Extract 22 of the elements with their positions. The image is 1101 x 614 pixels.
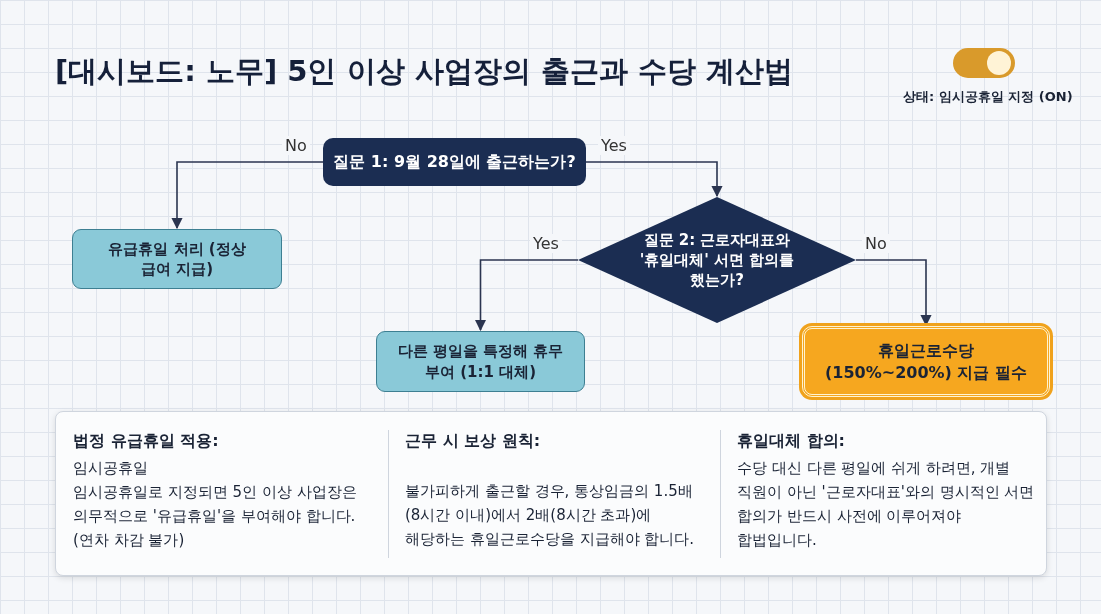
- edge-label: Yes: [530, 234, 562, 254]
- panel-heading: 법정 유급휴일 적용:: [73, 430, 220, 452]
- arrow: [474, 259, 579, 332]
- question-box: 질문 1: 9월 28일에 출근하는가?: [323, 138, 586, 186]
- arrow: [585, 161, 723, 198]
- edge-label: Yes: [598, 136, 630, 156]
- arrow: [171, 161, 324, 230]
- panel-heading: 휴일대체 합의:: [737, 430, 846, 452]
- result-box: 휴일근로수당(150%~200%) 지급 필수: [802, 326, 1050, 397]
- panel-text: 불가피하게 출근할 경우, 통상임금의 1.5배(8시간 이내)에서 2배(8시간 초과)에 해당하는 휴일근로수당을 지급해야 합니다.: [405, 480, 696, 550]
- panel-text: 수당 대신 다른 평일에 쉬게 하려면, 개별 직원이 아닌 '근로자대표'와의 명시적인 서면 합의가 반드시 사전에 이루어져야 합법입니다.: [737, 457, 1036, 551]
- panel-text: 임시공휴일로 지정되면 5인 이상 사업장은 의무적으로 '유급휴일'을 부여해야 합니다. (연차 차감 불가): [73, 481, 358, 551]
- title: [대시보드: 노무] 5인 이상 사업장의 출근과 수당 계산법: [55, 53, 793, 90]
- info-panel: [55, 411, 1047, 576]
- decision-diamond: 질문 2: 근로자대표와 '휴일대체' 서면 합의를 했는가?: [578, 197, 856, 323]
- panel-text: 임시공휴일: [73, 457, 149, 479]
- edge-label: No: [862, 234, 890, 254]
- process-box: 다른 평일을 특정해 휴무 부여 (1:1 대체): [376, 331, 585, 392]
- panel-heading: 근무 시 보상 원칙:: [405, 430, 542, 452]
- status-label: 상태: 임시공휴일 지정 (ON): [903, 88, 1073, 106]
- edge-label: No: [282, 136, 310, 156]
- process-box: 유급휴일 처리 (정상 급여 지급): [72, 229, 282, 289]
